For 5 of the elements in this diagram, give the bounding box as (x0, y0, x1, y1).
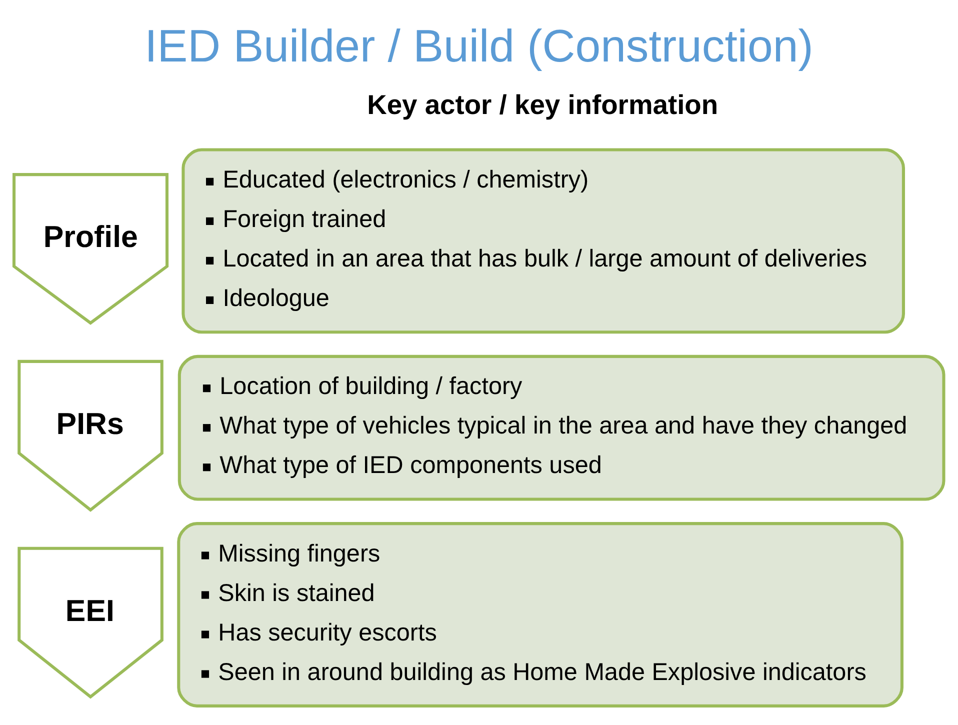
label: Key actor / key information (367, 88, 718, 120)
node-box: Educated (electronics / chemistry) Foreign trained Located in an area that has bulk / large amount of deliveries Ideologue (182, 148, 905, 334)
node-box: Location of building / factory What type of vehicles typical in the area and have they changed What type of IED components used (178, 354, 946, 501)
diagram-title: IED Builder / Build (Construction) (144, 20, 814, 72)
node-box: Missing fingers Skin is stained Has security escorts Seen in around building as Home Made Explosive indicators (177, 522, 904, 708)
